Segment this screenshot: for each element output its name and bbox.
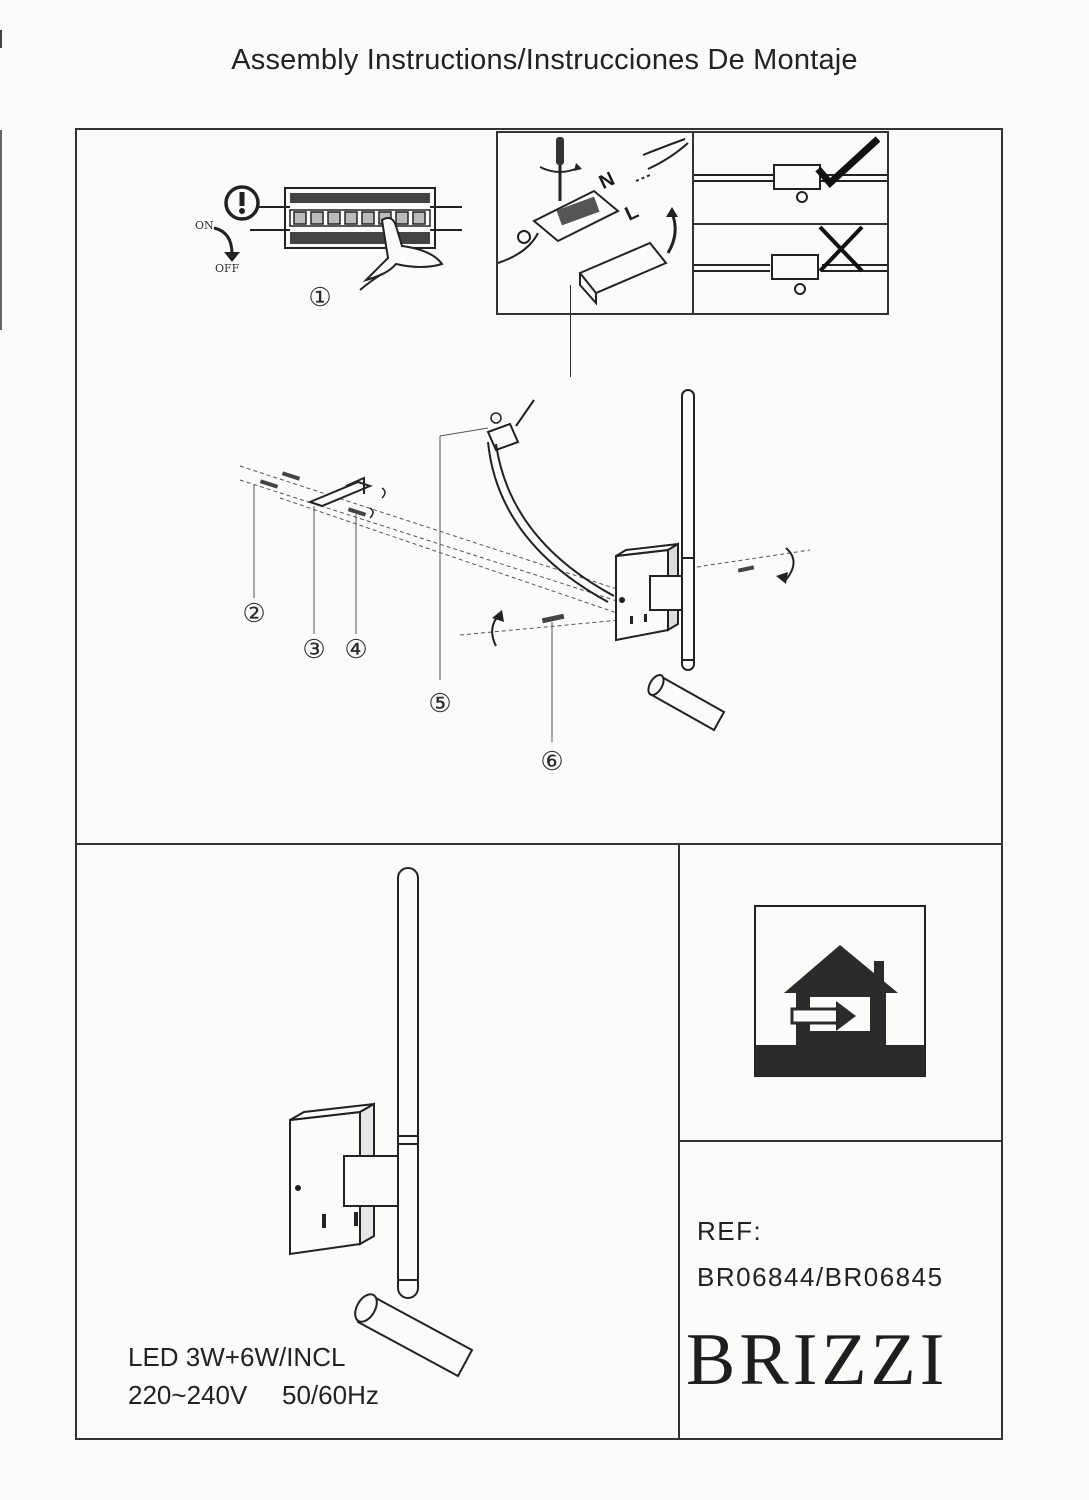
leader-line bbox=[570, 285, 571, 377]
step-2-number: ② bbox=[242, 599, 266, 629]
off-label: OFF bbox=[215, 262, 240, 275]
check-icon bbox=[815, 136, 881, 189]
terminal-block-illustration bbox=[497, 137, 689, 306]
power-spec: LED 3W+6W/INCL bbox=[128, 1342, 346, 1372]
screwdriver-icon bbox=[539, 137, 582, 201]
frequency-spec: 50/60Hz bbox=[282, 1380, 379, 1410]
breaker-illustration bbox=[250, 187, 462, 291]
page-title: Assembly Instructions/Instrucciones De M… bbox=[231, 44, 858, 76]
connector-wrong-box bbox=[692, 223, 889, 315]
margin-mark bbox=[0, 130, 2, 330]
voltage-spec: 220~240V bbox=[128, 1380, 248, 1410]
cross-icon bbox=[818, 225, 864, 273]
assembled-lamp-illustration bbox=[289, 867, 474, 1378]
on-off-arrow bbox=[213, 226, 240, 262]
connector-correct-illustration bbox=[694, 136, 887, 203]
step-1-number: ① bbox=[308, 283, 332, 313]
step-3-number: ③ bbox=[302, 635, 326, 665]
bottom-right-divider bbox=[678, 1140, 1003, 1142]
margin-mark bbox=[0, 30, 2, 48]
step-4-number: ④ bbox=[344, 635, 368, 665]
connector-wrong-illustration bbox=[694, 225, 887, 295]
ref-codes: BR06844/BR06845 bbox=[697, 1262, 944, 1292]
on-label: ON bbox=[195, 219, 214, 232]
warning-icon bbox=[224, 185, 260, 221]
step-5-number: ⑤ bbox=[428, 689, 452, 719]
ref-label: REF: bbox=[697, 1216, 763, 1246]
step-6-number: ⑥ bbox=[540, 747, 564, 777]
section-divider bbox=[75, 843, 1003, 845]
exploded-assembly-illustration bbox=[239, 389, 811, 742]
instruction-frame bbox=[75, 128, 1003, 1440]
indoor-use-icon bbox=[754, 905, 926, 1077]
brand-logo: BRIZZI bbox=[686, 1319, 949, 1401]
